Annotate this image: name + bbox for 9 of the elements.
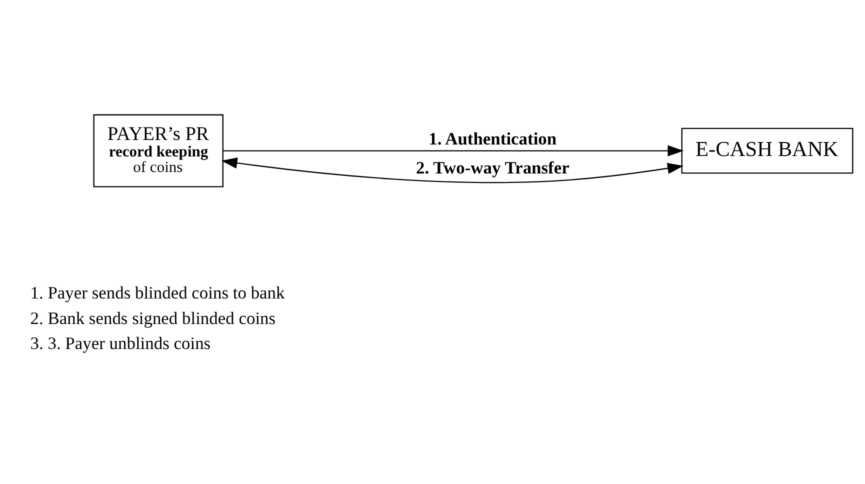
edge-label: 2. Two-way Transfer [416, 157, 570, 178]
edge-label: 1. Authentication [428, 128, 557, 148]
node-box: E-CASH BANK [681, 128, 854, 174]
arrow [223, 145, 684, 156]
label: 3. 3. Payer unblinds coins [30, 333, 211, 354]
node-box: PAYER’s PR record keeping of coins [93, 114, 224, 188]
label: 2. Bank sends signed blinded coins [30, 308, 276, 328]
label: 1. Payer sends blinded coins to bank [30, 282, 285, 303]
arrow [221, 157, 684, 184]
